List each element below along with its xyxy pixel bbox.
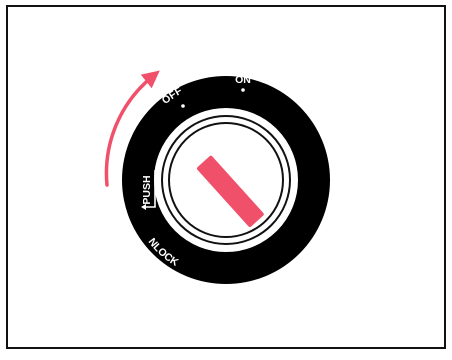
inner-ring-outer (161, 115, 291, 245)
label-push: PUSH (141, 175, 153, 204)
indicator-dot-lower-right (284, 281, 294, 291)
indicator-dot-on (241, 88, 245, 92)
key-slot[interactable] (196, 155, 264, 228)
push-arrow-icon (146, 170, 156, 208)
indicator-dot-off (181, 104, 185, 108)
curved-arrow-icon (104, 70, 160, 187)
label-on: ON (235, 74, 251, 86)
inner-ring-inner (168, 122, 284, 238)
